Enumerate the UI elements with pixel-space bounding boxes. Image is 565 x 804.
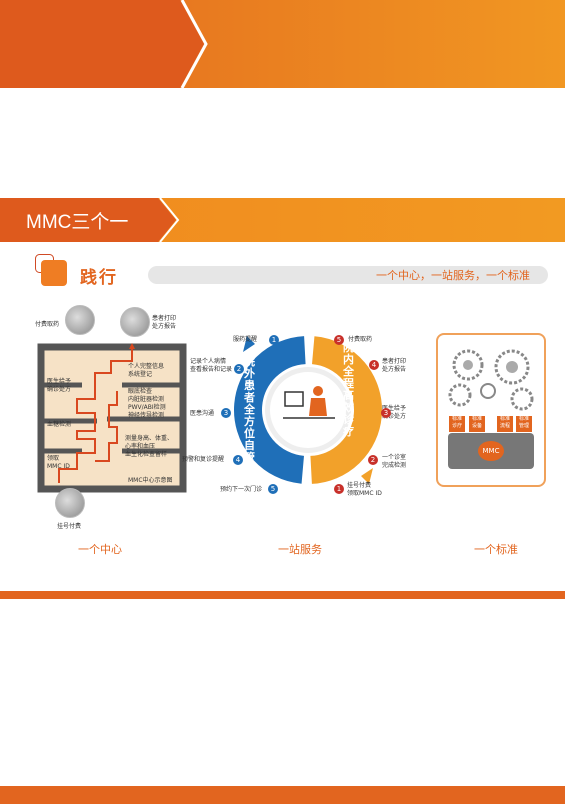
section-banner [0,198,565,242]
caption-center: 一个中心 [78,543,122,556]
left-step-label: 记录个人病情 查看报告和记录 [190,358,233,373]
divider-bar [0,591,565,599]
pharmacy-photo [65,305,95,335]
bottom-bar [0,786,565,804]
step-dot: 1 [334,484,344,494]
step-dot: 2 [368,455,378,465]
caption-service: 一站服务 [278,543,322,556]
cycle-left-title: 院外患者全方位自管 [244,355,255,464]
slogan: 一个中心，一站服务，一个标准 [376,269,530,282]
room-item: 心率和血压 [125,443,156,450]
cycle-right-title: 院内全程高效诊疗 [343,341,354,438]
step-dot: 2 [234,364,244,374]
room-item: 系统登记 [128,371,153,378]
row-label-doctor: 医生给予 确诊处方 [47,378,72,393]
standard-box: 标准 设备 [469,416,485,432]
step-dot: 5 [268,484,278,494]
gears-illustration [448,349,534,411]
standard-box: 标准 管理 [516,416,532,432]
right-step-label: 挂号付费 领取MMC ID [347,482,382,497]
room-item: 内脏脏器检测 [128,396,165,403]
section-title: MMC三个一 [26,212,129,233]
left-step-label: 预约下一次门诊 [220,486,263,493]
caption-standard: 一个标准 [474,543,518,556]
register-label: 挂号付费 [57,523,82,530]
diagram-note: MMC中心示意图 [128,477,173,484]
center-diagram: 付费取药 患者打印 处方报告 医生给予 确诊处方 血糖检测 领取 MMC ID … [35,305,205,530]
right-step-label: 付费取药 [348,336,373,343]
left-step-label: 服药提醒 [233,336,258,343]
left-step-label: 预警和复诊提醒 [182,456,225,463]
right-step-label: 一个诊室 完成检测 [382,454,407,469]
room-item: PWV/ABI检测 [128,404,166,411]
room-item: 神经传导检测 [128,412,165,419]
floor-plan [37,343,187,493]
row-label-mmc-id: 领取 MMC ID [47,455,70,470]
standard-box: 标准 诊疗 [449,416,465,432]
room-item: 个人完整信息 [128,363,165,370]
standard-box: 标准 流程 [497,416,513,432]
slogan-bar [148,266,548,284]
right-step-label: 医生给予 确诊处方 [382,405,407,420]
right-step-label: 患者打印 处方报告 [382,358,407,373]
practice-title: 践行 [80,268,118,288]
step-dot: 1 [269,335,279,345]
room-item: 眼底检查 [128,388,153,395]
left-step-label: 医患沟通 [190,410,215,417]
step-dot: 3 [221,408,231,418]
practice-icon [35,254,67,286]
top-banner [0,0,565,88]
step-dot: 5 [334,335,344,345]
step-dot: 3 [381,408,391,418]
step-dot: 4 [233,455,243,465]
mmc-badge: MMC [478,441,504,461]
step-dot: 4 [369,360,379,370]
pharmacy-label: 付费取药 [35,321,60,328]
print-photo [120,307,150,337]
room-item: 测量身高、体重、 [125,435,174,442]
register-photo [55,488,85,518]
row-label-glucose: 血糖检测 [47,421,72,428]
room-item: 血生化检查留样 [125,451,168,458]
service-cycle [234,336,382,484]
print-label: 患者打印 处方报告 [152,315,177,330]
